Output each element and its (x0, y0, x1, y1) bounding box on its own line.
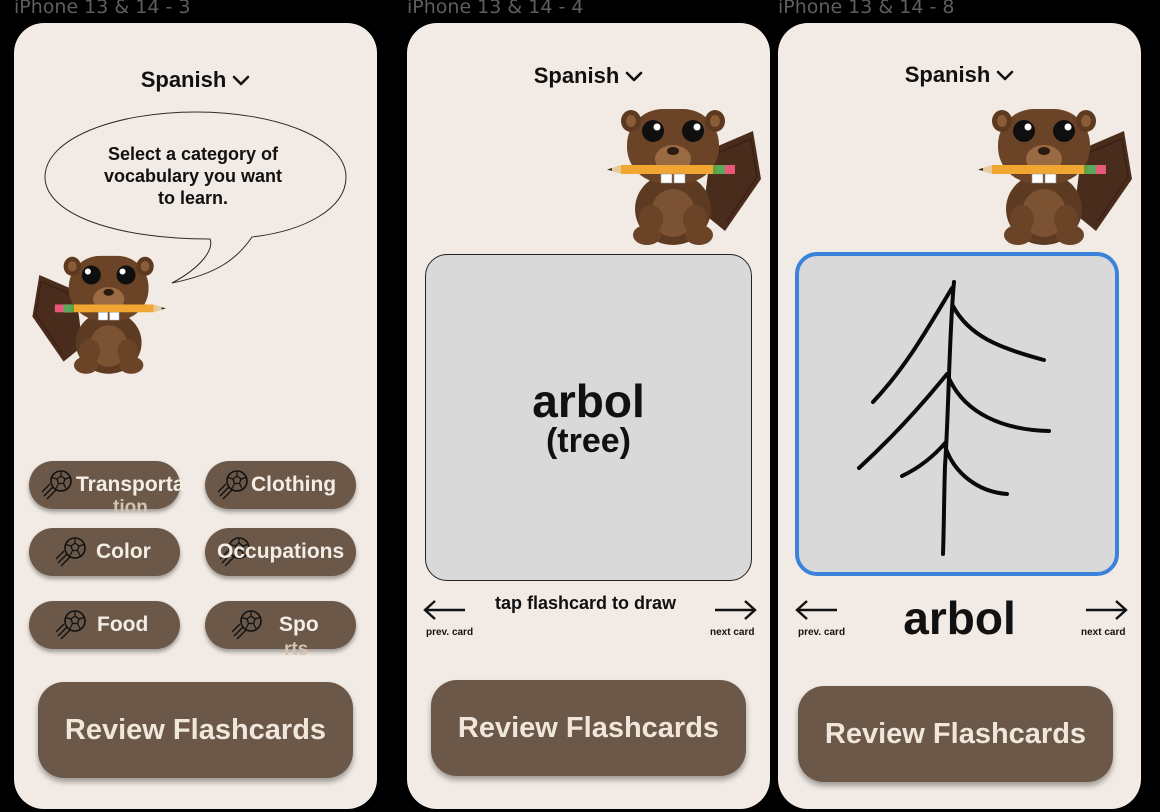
review-flashcards-button[interactable]: Review Flashcards (431, 680, 746, 776)
language-label: Spanish (533, 63, 620, 88)
speech-text: Select a category of vocabulary you want… (76, 143, 310, 209)
chevron-down-icon (625, 71, 643, 82)
category-sports-button[interactable]: Spo rts (205, 601, 356, 660)
category-label-line1: Transporta (76, 473, 185, 496)
flashcard-word: arbol (903, 592, 1016, 644)
next-card-label: next card (710, 627, 755, 638)
frame-label-8: iPhone 13 & 14 - 8 (778, 0, 955, 18)
prev-card-label: prev. card (426, 627, 474, 638)
phone-drawing: Spanish prev. card arbol next card Revie… (778, 23, 1141, 809)
flashcard-translation: (tree) (545, 422, 632, 460)
soccer-ball-icon (55, 610, 86, 640)
review-flashcards-label: Review Flashcards (824, 717, 1087, 750)
soccer-ball-icon (217, 470, 248, 500)
draw-hint: tap flashcard to draw (495, 593, 677, 613)
review-flashcards-button[interactable]: Review Flashcards (38, 682, 353, 778)
language-label: Spanish (140, 67, 227, 92)
beaver-mascot (977, 108, 1133, 246)
beaver-mascot (606, 108, 762, 246)
language-selector[interactable]: Spanish (14, 67, 377, 93)
speech-line-1: Select a category of (107, 144, 279, 164)
phone-flashcard: Spanish arbol (tree) tap flashcard to dr… (407, 23, 770, 809)
category-label-line2: rts (284, 639, 309, 660)
category-food-button[interactable]: Food (29, 601, 180, 649)
tree-drawing (857, 280, 1051, 556)
category-label: Clothing (251, 473, 337, 496)
frame-label-3: iPhone 13 & 14 - 3 (14, 0, 191, 18)
category-occupations-button[interactable]: Occupations (205, 528, 356, 576)
review-flashcards-button[interactable]: Review Flashcards (798, 686, 1113, 782)
speech-line-3: to learn. (157, 188, 228, 208)
category-transportation-button[interactable]: Transporta tion (29, 461, 185, 518)
soccer-ball-icon (55, 537, 86, 567)
language-selector[interactable]: Spanish (778, 62, 1141, 88)
flashcard-word: arbol (532, 375, 645, 427)
review-flashcards-label: Review Flashcards (64, 713, 327, 746)
arrow-left-icon[interactable] (423, 599, 467, 621)
category-label: Food (97, 613, 149, 636)
arrow-right-icon[interactable] (1084, 599, 1128, 621)
category-color-button[interactable]: Color (29, 528, 180, 576)
next-card-label: next card (1081, 627, 1126, 638)
soccer-ball-icon (41, 470, 72, 500)
arrow-left-icon[interactable] (795, 599, 839, 621)
chevron-down-icon (232, 75, 250, 86)
soccer-ball-icon (231, 610, 262, 640)
frame-label-4: iPhone 13 & 14 - 4 (407, 0, 584, 18)
category-label-line2: tion (113, 497, 148, 518)
language-selector[interactable]: Spanish (407, 63, 770, 89)
language-label: Spanish (904, 62, 991, 87)
arrow-right-icon[interactable] (713, 599, 757, 621)
phone-category-select: Spanish Select a category of vocabulary … (14, 23, 377, 809)
review-flashcards-label: Review Flashcards (457, 711, 720, 744)
chevron-down-icon (996, 70, 1014, 81)
category-label-line1: Spo (279, 613, 319, 636)
speech-line-2: vocabulary you want (103, 166, 283, 186)
category-clothing-button[interactable]: Clothing (205, 461, 356, 509)
flashcard[interactable]: arbol (tree) (425, 254, 752, 581)
prev-card-label: prev. card (798, 627, 846, 638)
drawing-canvas[interactable] (795, 252, 1119, 576)
category-label: Color (96, 540, 151, 563)
category-label: Occupations (217, 540, 345, 563)
speech-bubble (44, 111, 347, 284)
beaver-mascot (31, 255, 167, 375)
